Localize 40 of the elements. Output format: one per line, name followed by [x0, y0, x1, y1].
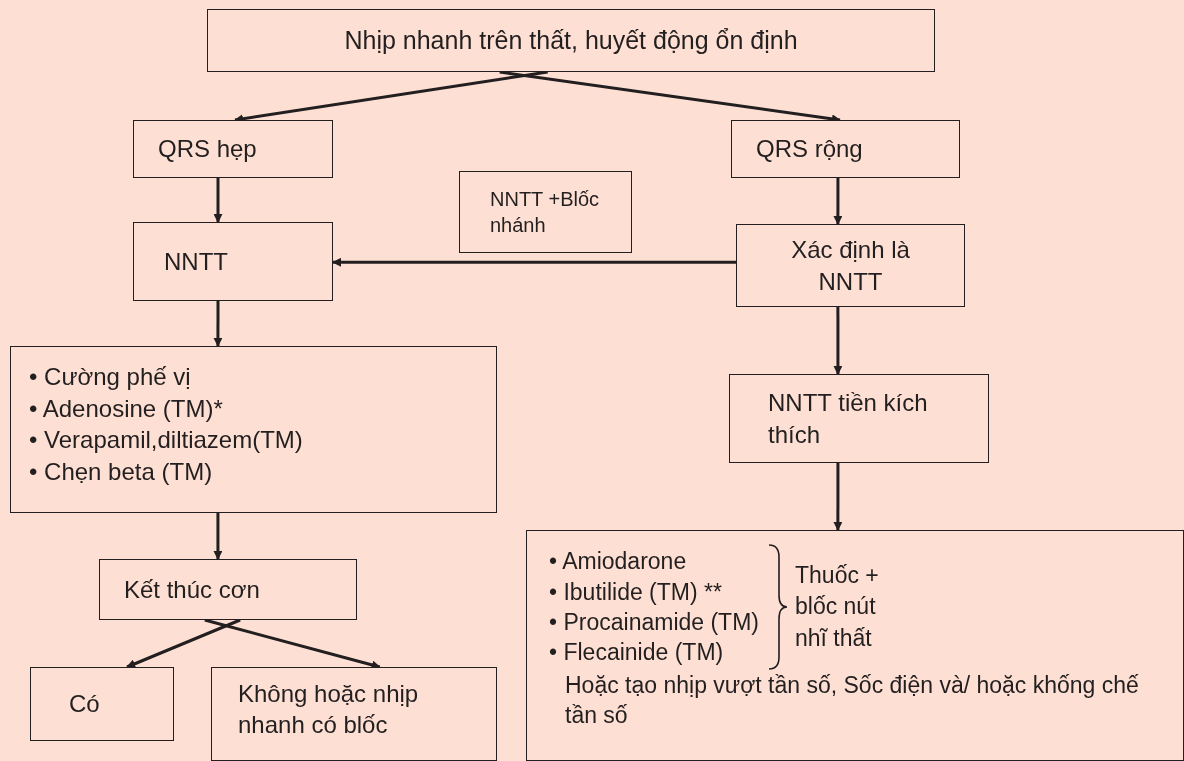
bullet-text: • Flecainide (TM): [549, 638, 725, 668]
process-box: [729, 374, 989, 463]
bracket-note: Thuốc + blốc nút nhĩ thất: [795, 561, 880, 653]
bullet-text: • Ibutilide (TM) **: [549, 577, 723, 607]
arrow: [126, 618, 241, 669]
note-text: Hoặc tạo nhịp vượt tần số, Sốc điện và/ hoặc khống chế tần số: [565, 671, 1140, 730]
bullet-text: • Chẹn beta (TM): [29, 457, 214, 487]
bullet-text: • Procainamide (TM): [549, 608, 759, 637]
process-box: [736, 224, 965, 307]
box-label: NNTT: [164, 246, 228, 277]
process-box: [731, 120, 960, 178]
arrow: [213, 301, 223, 347]
process-box: [207, 9, 935, 72]
box-label: QRS rộng: [756, 134, 863, 165]
box-label: Xác định là NNTT: [790, 235, 911, 297]
box-label: NNTT +Blốc nhánh: [490, 187, 601, 238]
arrow: [213, 513, 223, 560]
process-box: [30, 667, 174, 741]
arrow: [332, 257, 736, 267]
arrow: [833, 178, 843, 225]
process-box: [459, 171, 632, 253]
process-box: [10, 346, 497, 513]
bullet-text: • Adenosine (TM)*: [29, 393, 224, 424]
arrow: [833, 463, 843, 531]
process-box: [133, 120, 333, 178]
bullet-text: • Cường phế vị: [29, 362, 192, 392]
process-box: [211, 667, 497, 761]
process-box: [526, 530, 1184, 761]
process-box: [133, 222, 333, 301]
box-label: NNTT tiền kích thích: [768, 388, 929, 450]
arrow: [213, 178, 223, 223]
box-label: QRS hẹp: [158, 134, 257, 165]
bullet-text: • Verapamil,diltiazem(TM): [29, 425, 303, 456]
arrow: [833, 307, 843, 375]
box-label: Không hoặc nhịp nhanh có blốc: [238, 679, 420, 741]
box-label: Kết thúc cơn: [124, 574, 260, 605]
box-label: Có: [69, 689, 100, 720]
process-box: [99, 559, 357, 620]
box-label: Nhịp nhanh trên thất, huyết động ổn định: [344, 25, 798, 57]
bullet-text: • Amiodarone: [549, 547, 688, 577]
